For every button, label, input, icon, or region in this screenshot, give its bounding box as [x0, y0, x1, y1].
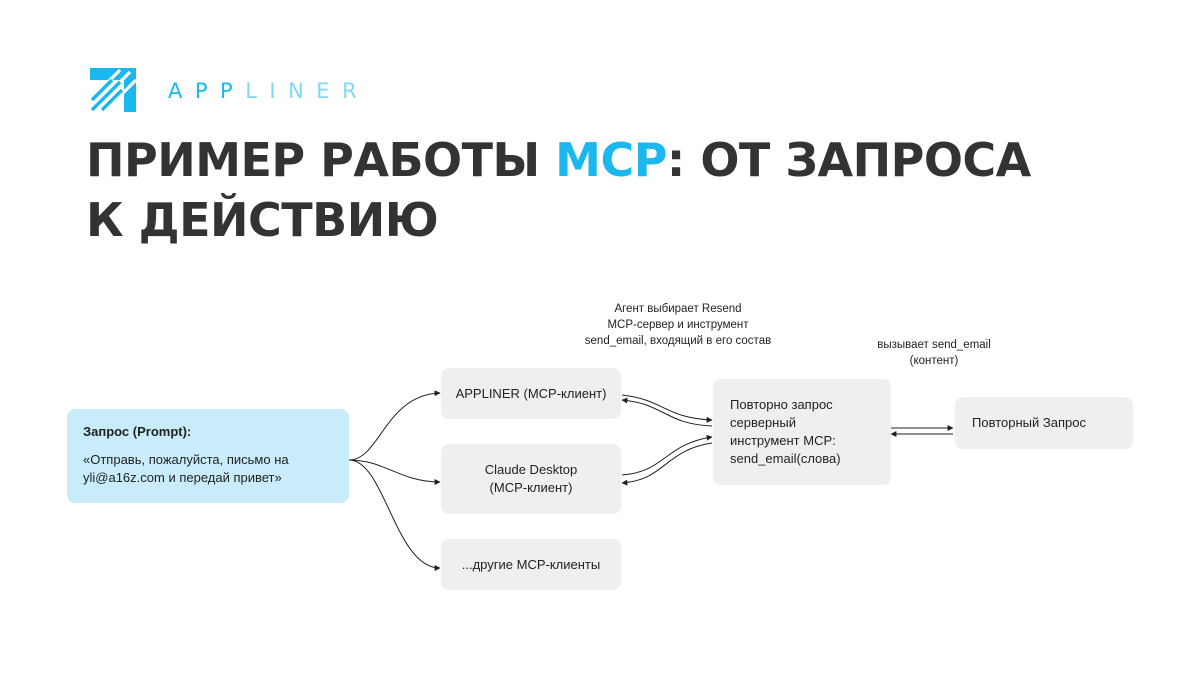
page-title: ПРИМЕР РАБОТЫ MCP: ОТ ЗАПРОСА К ДЕЙСТВИЮ	[86, 130, 1031, 250]
title-line2: К ДЕЙСТВИЮ	[86, 193, 439, 247]
arrow-prompt-to-others	[348, 459, 441, 571]
server-request-line2: серверный	[730, 415, 796, 430]
arrow-appliner-to-server	[621, 394, 713, 423]
appliner-client-box: APPLINER (MCP-клиент)	[441, 368, 621, 419]
prompt-text-line2: yli@a16z.com и передай привет»	[83, 470, 282, 485]
other-clients-box: ...другие MCP-клиенты	[441, 539, 621, 590]
prompt-text-line1: «Отправь, пожалуйста, письмо на	[83, 452, 289, 467]
arrow-claude-to-server	[621, 434, 713, 476]
repeat-request-box: Повторный Запрос	[955, 397, 1133, 449]
agent-note-line1: Агент выбирает Resend	[614, 303, 742, 315]
prompt-title: Запрос (Prompt):	[83, 424, 192, 439]
title-accent: MCP	[555, 133, 667, 187]
repeat-request-label: Повторный Запрос	[972, 415, 1086, 430]
server-request-box: Повторно запрос серверный инструмент MCP…	[713, 379, 891, 485]
send-email-call-note: вызывает send_email (контент)	[856, 337, 1012, 369]
appliner-client-label: APPLINER (MCP-клиент)	[455, 385, 607, 401]
server-request-line4: send_email(слова)	[730, 451, 841, 466]
server-request-line3: инструмент MCP:	[730, 433, 836, 448]
call-note-line1: вызывает send_email	[877, 339, 991, 351]
arrow-prompt-to-appliner	[348, 390, 441, 461]
agent-note-line2: MCP-сервер и инструмент	[607, 319, 749, 331]
claude-client-label-line2: (MCP-клиент)	[489, 480, 573, 495]
agent-note-line3: send_email, входящий в его состав	[584, 335, 772, 347]
arrow-prompt-to-claude	[348, 459, 441, 485]
title-part1: ПРИМЕР РАБОТЫ	[86, 133, 556, 187]
arrow-server-to-appliner	[621, 397, 713, 427]
agent-selection-note: Агент выбирает Resend MCP-сервер и инстр…	[560, 301, 796, 349]
arrow-server-to-claude	[621, 442, 713, 486]
brand-name-part1: APP	[168, 79, 246, 103]
brand-name-part2: LINER	[245, 79, 370, 103]
claude-desktop-client-box: Claude Desktop (MCP-клиент)	[441, 444, 621, 514]
claude-client-label-line1: Claude Desktop	[484, 462, 578, 477]
prompt-box: Запрос (Prompt): «Отправь, пожалуйста, п…	[67, 409, 349, 503]
server-request-line1: Повторно запрос	[730, 397, 833, 412]
title-part2: : ОТ ЗАПРОСА	[666, 133, 1031, 187]
other-clients-label: ...другие MCP-клиенты	[461, 556, 601, 572]
brand-name: APPLINER	[168, 78, 369, 104]
call-note-line2: (контент)	[909, 355, 959, 367]
appliner-logo-icon	[90, 68, 136, 112]
